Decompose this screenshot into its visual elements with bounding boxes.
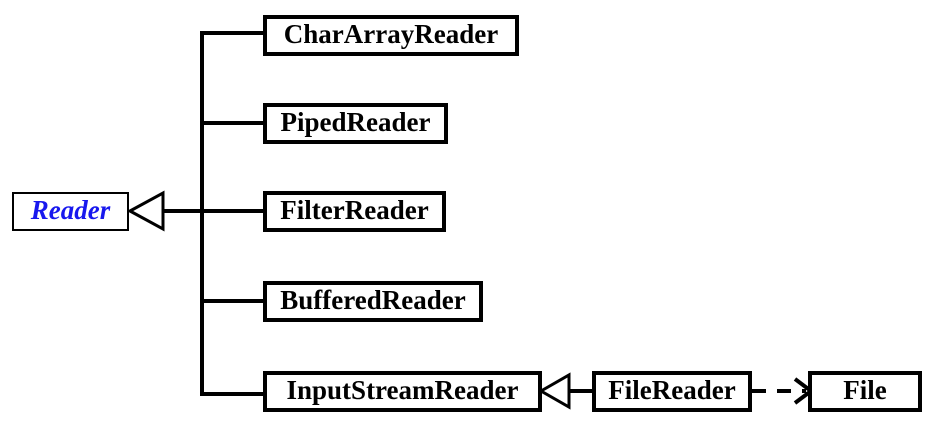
class-label-piped-reader: PipedReader [281, 107, 431, 137]
class-label-char-array-reader: CharArrayReader [284, 19, 498, 49]
class-box-file-reader[interactable] [592, 371, 752, 412]
class-box-reader[interactable] [12, 192, 129, 231]
class-node-buffered-reader[interactable]: BufferedReader [263, 281, 483, 322]
generalization-arrowhead-reader [126, 190, 165, 232]
class-box-piped-reader[interactable] [263, 103, 448, 144]
class-node-file-reader[interactable]: FileReader [592, 371, 752, 412]
class-box-input-stream-reader[interactable] [263, 371, 542, 412]
class-box-filter-reader[interactable] [263, 191, 446, 232]
class-node-input-stream-reader[interactable]: InputStreamReader [263, 371, 542, 412]
class-node-file[interactable]: File [808, 371, 922, 412]
generalization-arrowhead-input-stream-reader [537, 372, 571, 410]
class-label-filter-reader: FilterReader [280, 195, 428, 225]
class-box-char-array-reader[interactable] [263, 15, 519, 56]
generalization-tree [126, 31, 265, 396]
class-node-reader[interactable]: Reader [12, 192, 129, 231]
class-label-reader: Reader [30, 195, 111, 225]
class-label-input-stream-reader: InputStreamReader [287, 375, 519, 405]
class-node-piped-reader[interactable]: PipedReader [263, 103, 448, 144]
class-label-file-reader: FileReader [608, 375, 735, 405]
edge-file-reader-to-input-stream-reader [537, 372, 594, 410]
class-box-buffered-reader[interactable] [263, 281, 483, 322]
class-label-file: File [843, 375, 886, 405]
class-node-filter-reader[interactable]: FilterReader [263, 191, 446, 232]
class-label-buffered-reader: BufferedReader [280, 285, 465, 315]
class-node-char-array-reader[interactable]: CharArrayReader [263, 15, 519, 56]
edge-file-reader-to-file [752, 377, 815, 405]
class-box-file[interactable] [808, 371, 922, 412]
